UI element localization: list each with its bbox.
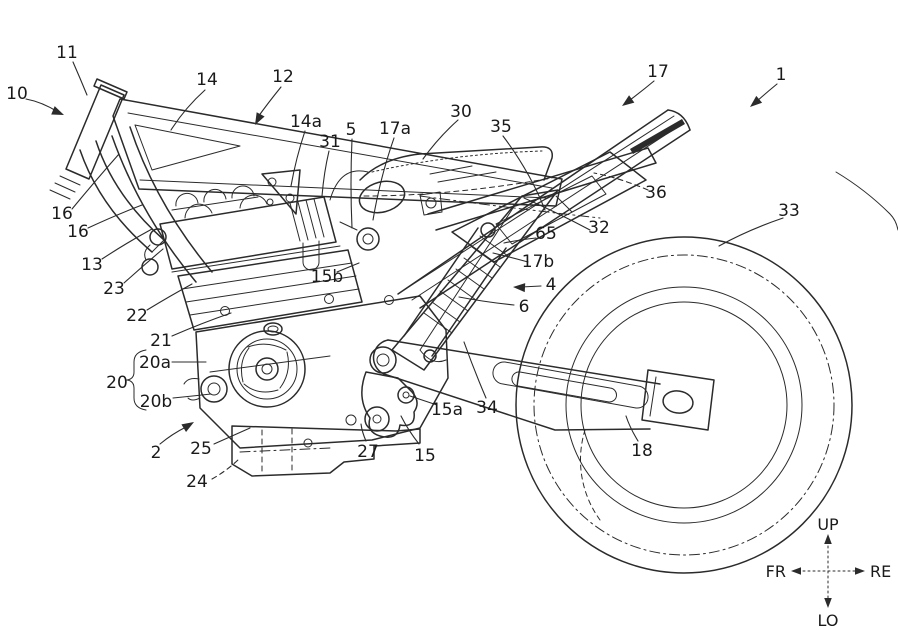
ref-label-22: 22 (126, 306, 148, 326)
ref-label-31: 31 (319, 132, 341, 152)
ref-label-15a: 15a (431, 400, 463, 420)
ref-label-23: 23 (103, 279, 125, 299)
ref-label-16a: 16 (51, 204, 73, 224)
compass-rear-label: RE (870, 562, 891, 581)
brace-20 (126, 349, 147, 411)
engine-drawing (141, 169, 449, 477)
ref-label-30: 30 (450, 102, 472, 122)
shock-drawing (403, 222, 509, 363)
seat-drawing (329, 146, 553, 214)
ref-label-15: 15 (414, 446, 436, 466)
ref-label-2: 2 (151, 443, 162, 463)
compass-down-label: LO (818, 611, 839, 630)
compass-rose: UP LO FR RE (766, 515, 892, 630)
swingarm-drawing (372, 339, 715, 431)
compass-front-label: FR (766, 562, 786, 581)
ref-label-10: 10 (6, 84, 28, 104)
ref-label-21: 21 (150, 331, 172, 351)
ref-label-12: 12 (272, 67, 294, 87)
ref-label-11: 11 (56, 43, 78, 63)
compass-up-arrow-icon (824, 534, 832, 544)
ref-label-27: 27 (357, 442, 379, 462)
tail-cover-drawing (419, 151, 647, 263)
compass-up-label: UP (817, 515, 839, 534)
compass-rear-arrow-icon (855, 567, 865, 575)
ref-label-25: 25 (190, 439, 212, 459)
ref-label-4: 4 (546, 275, 557, 295)
ref-label-32: 32 (588, 218, 610, 238)
ref-label-17a: 17a (379, 119, 411, 139)
rear-wheel-drawing (515, 171, 898, 574)
ref-label-17: 17 (647, 62, 669, 82)
ref-label-13: 13 (81, 255, 103, 275)
ref-label-33: 33 (778, 201, 800, 221)
ref-label-1: 1 (776, 65, 787, 85)
ref-label-18: 18 (631, 441, 653, 461)
ref-label-20: 20 (106, 373, 128, 393)
compass-down-arrow-icon (824, 598, 832, 608)
ref-label-34: 34 (476, 398, 498, 418)
ref-label-6: 6 (519, 297, 530, 317)
ref-label-15b: 15b (311, 267, 343, 287)
ref-label-14: 14 (196, 70, 218, 90)
ref-label-35: 35 (490, 117, 512, 137)
leader-lines (25, 61, 784, 480)
ref-label-20a: 20a (139, 353, 171, 373)
ref-label-14a: 14a (290, 112, 322, 132)
ref-label-17b: 17b (522, 252, 554, 272)
ref-label-65: 65 (535, 224, 557, 244)
leader-arrowheads (51, 95, 763, 433)
ref-label-20b: 20b (140, 392, 172, 412)
ref-label-5: 5 (346, 120, 357, 140)
ref-label-24: 24 (186, 472, 208, 492)
ref-label-16b: 16 (67, 222, 89, 242)
compass-front-arrow-icon (791, 567, 801, 575)
ref-label-36: 36 (645, 183, 667, 203)
